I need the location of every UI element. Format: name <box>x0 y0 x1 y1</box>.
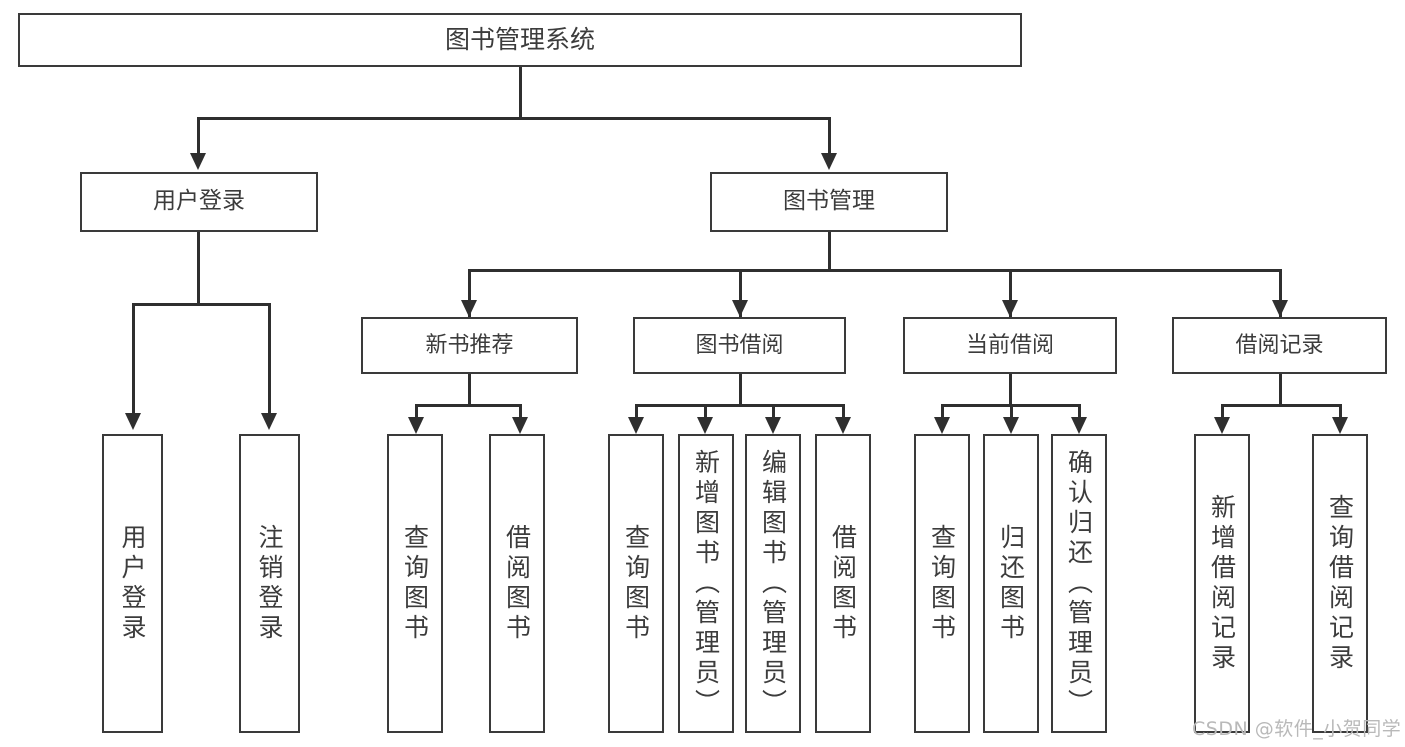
node-label: 图书管理 <box>783 188 875 215</box>
connector-drop-book-borrow <box>739 269 742 317</box>
connector-drop-leaf-br-2 <box>1339 404 1342 428</box>
leaf-label: 编辑图书（管理员） <box>758 448 788 719</box>
leaf-label: 查询借阅记录 <box>1325 493 1355 674</box>
arrowhead-leaf-br-2 <box>1332 417 1348 434</box>
leaf-current-borrow-confirm-return-admin[interactable]: 确认归还（管理员） <box>1051 434 1107 733</box>
leaf-borrow-record-add-record[interactable]: 新增借阅记录 <box>1194 434 1250 733</box>
connector-level2-bus <box>198 117 831 120</box>
connector-stem-book-borrow <box>739 374 742 405</box>
node-label: 新书推荐 <box>425 332 514 358</box>
connector-drop-new-book-recommend <box>468 269 471 317</box>
leaf-label: 查询图书 <box>400 523 430 644</box>
connector-stem-current-borrow <box>1009 374 1012 405</box>
connector-drop-leaf-nbr-1 <box>415 404 418 428</box>
arrowhead-leaf-user-login-1 <box>125 413 141 430</box>
connector-drop-leaf-bb-4 <box>842 404 845 428</box>
leaf-book-borrow-add-book-admin[interactable]: 新增图书（管理员） <box>678 434 734 733</box>
node-label: 借阅记录 <box>1235 332 1324 358</box>
connector-bus-level3 <box>469 269 1281 272</box>
connector-stem-new-book-recommend <box>468 374 471 405</box>
connector-drop-leaf-bb-2 <box>704 404 707 428</box>
arrowhead-book-borrow <box>732 300 748 317</box>
leaf-label: 借阅图书 <box>828 523 858 644</box>
arrowhead-borrow-record <box>1272 300 1288 317</box>
connector-bus-user-login <box>133 303 270 306</box>
arrowhead-book-management <box>821 153 837 170</box>
connector-bus-borrow-record <box>1222 404 1341 407</box>
leaf-book-borrow-query-book[interactable]: 查询图书 <box>608 434 664 733</box>
connector-drop-leaf-cb-2 <box>1010 404 1013 428</box>
leaf-label: 确认归还（管理员） <box>1064 448 1094 719</box>
connector-drop-user-login <box>197 117 200 155</box>
arrowhead-leaf-bb-3 <box>765 417 781 434</box>
connector-drop-leaf-bb-3 <box>772 404 775 428</box>
leaf-book-borrow-edit-book-admin[interactable]: 编辑图书（管理员） <box>745 434 801 733</box>
arrowhead-leaf-user-login-2 <box>261 413 277 430</box>
connector-drop-current-borrow <box>1009 269 1012 317</box>
connector-drop-leaf-cb-3 <box>1078 404 1081 428</box>
leaf-label: 新增图书（管理员） <box>691 448 721 719</box>
connector-bus-book-borrow <box>636 404 844 407</box>
connector-root-stem <box>519 67 522 118</box>
arrowhead-leaf-nbr-1 <box>408 417 424 434</box>
arrowhead-leaf-cb-2 <box>1003 417 1019 434</box>
leaf-current-borrow-query-book[interactable]: 查询图书 <box>914 434 970 733</box>
connector-drop-leaf-nbr-2 <box>519 404 522 428</box>
connector-stem-user-login <box>197 232 200 304</box>
arrowhead-leaf-bb-2 <box>697 417 713 434</box>
arrowhead-leaf-bb-4 <box>835 417 851 434</box>
arrowhead-new-book-recommend <box>461 300 477 317</box>
leaf-label: 注销登录 <box>255 523 284 644</box>
leaf-label: 新增借阅记录 <box>1207 493 1237 674</box>
node-label: 用户登录 <box>153 188 245 215</box>
node-borrow-record[interactable]: 借阅记录 <box>1172 317 1387 374</box>
leaf-book-borrow-borrow-book[interactable]: 借阅图书 <box>815 434 871 733</box>
leaf-label: 借阅图书 <box>502 523 532 644</box>
leaf-label: 查询图书 <box>927 523 957 644</box>
leaf-user-login-login[interactable]: 用户登录 <box>102 434 163 733</box>
connector-drop-leaf-user-login-2 <box>268 303 271 415</box>
node-current-borrow[interactable]: 当前借阅 <box>903 317 1117 374</box>
connector-drop-leaf-user-login-1 <box>132 303 135 415</box>
node-root-book-management-system[interactable]: 图书管理系统 <box>18 13 1022 67</box>
connector-drop-leaf-cb-1 <box>941 404 944 428</box>
node-label: 当前借阅 <box>965 332 1054 358</box>
arrowhead-leaf-br-1 <box>1214 417 1230 434</box>
connector-stem-book-management <box>828 232 831 270</box>
arrowhead-leaf-bb-1 <box>628 417 644 434</box>
leaf-label: 归还图书 <box>996 523 1026 644</box>
connector-drop-leaf-bb-1 <box>635 404 638 428</box>
leaf-user-login-logout[interactable]: 注销登录 <box>239 434 300 733</box>
connector-stem-borrow-record <box>1279 374 1282 405</box>
leaf-label: 用户登录 <box>118 523 147 644</box>
arrowhead-leaf-cb-1 <box>934 417 950 434</box>
arrowhead-user-login <box>190 153 206 170</box>
connector-bus-new-book-recommend <box>416 404 521 407</box>
leaf-borrow-record-query-record[interactable]: 查询借阅记录 <box>1312 434 1368 733</box>
node-book-borrow[interactable]: 图书借阅 <box>633 317 846 374</box>
leaf-label: 查询图书 <box>621 523 651 644</box>
node-user-login[interactable]: 用户登录 <box>80 172 318 232</box>
connector-drop-borrow-record <box>1279 269 1282 317</box>
leaf-current-borrow-return-book[interactable]: 归还图书 <box>983 434 1039 733</box>
node-new-book-recommend[interactable]: 新书推荐 <box>361 317 578 374</box>
arrowhead-leaf-cb-3 <box>1071 417 1087 434</box>
node-label: 图书借阅 <box>695 332 784 358</box>
leaf-new-book-borrow-book[interactable]: 借阅图书 <box>489 434 545 733</box>
csdn-watermark: CSDN @软件_小贺同学 <box>1192 718 1402 740</box>
connector-drop-leaf-br-1 <box>1221 404 1224 428</box>
node-label: 图书管理系统 <box>444 25 595 55</box>
arrowhead-current-borrow <box>1002 300 1018 317</box>
connector-drop-book-management <box>828 117 831 155</box>
arrowhead-leaf-nbr-2 <box>512 417 528 434</box>
leaf-new-book-query-book[interactable]: 查询图书 <box>387 434 443 733</box>
node-book-management[interactable]: 图书管理 <box>710 172 948 232</box>
